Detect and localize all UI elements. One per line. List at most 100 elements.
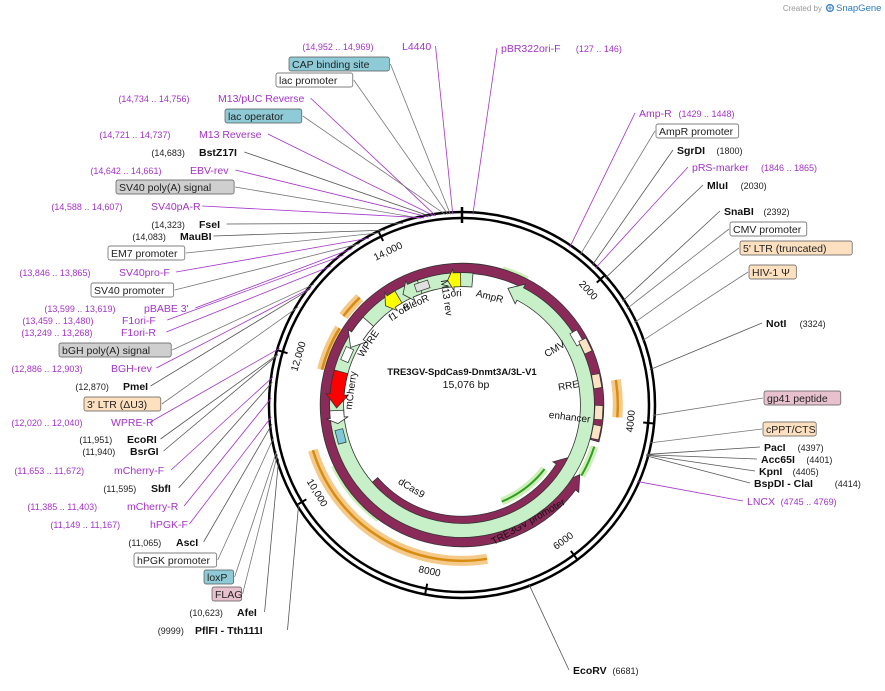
label-cap-binding-site[interactable]: CAP binding site xyxy=(288,56,390,72)
leader-line xyxy=(267,133,435,217)
label-3-ltr-u3[interactable]: 3' LTR (ΔU3) xyxy=(83,396,162,412)
label-asci[interactable]: (11,065)AscI xyxy=(128,537,198,549)
label-range: (11,951) xyxy=(79,435,112,445)
leader-line xyxy=(234,451,278,578)
label-flag[interactable]: FLAG xyxy=(211,586,242,602)
label-name: BstZ17I xyxy=(199,147,237,159)
label-hpgk-f[interactable]: (11,149 .. 11,167)hPGK-F xyxy=(50,519,188,531)
tick-label: 6000 xyxy=(552,530,577,552)
label-loxp[interactable]: loxP xyxy=(203,569,234,585)
feature-label-mcherry: mCherry xyxy=(344,371,360,410)
orf-region-arc-core xyxy=(580,446,596,477)
tick-label: 2000 xyxy=(576,279,599,303)
leader-line xyxy=(595,166,689,269)
label-pbr322ori-f[interactable]: (127 .. 146)pBR322ori-F xyxy=(501,43,622,55)
leader-line xyxy=(176,237,370,273)
inner-feature-label: enhancer xyxy=(548,410,591,426)
label-sv40pa-r[interactable]: (14,588 .. 14,607)SV40pA-R xyxy=(51,201,201,213)
label-hpgk-promoter[interactable]: hPGK promoter xyxy=(133,552,218,568)
label-sgrdi[interactable]: (1800)SgrDI xyxy=(677,145,743,157)
leader-line xyxy=(174,243,360,291)
label-ampr-promoter[interactable]: AmpR promoter xyxy=(655,123,740,139)
label-lncx[interactable]: (4745 .. 4769)LNCX xyxy=(747,496,837,508)
label-pflfi-tth111i[interactable]: (9999)PflFI - Tth111I xyxy=(158,625,263,637)
label-name: 5' LTR (truncated) xyxy=(743,243,827,255)
label-name: FseI xyxy=(199,219,220,231)
leader-line xyxy=(189,416,272,525)
label-afei[interactable]: (10,623)AfeI xyxy=(189,607,257,619)
label-pbabe-3[interactable]: (13,599 .. 13,619)pBABE 3' xyxy=(44,303,188,315)
leader-line xyxy=(652,397,764,416)
ltr-region-arc-core xyxy=(320,327,341,371)
label-range: (13,846 .. 13,865) xyxy=(19,268,90,278)
label-name: WPRE-R xyxy=(111,417,154,429)
label-range: (14,952 .. 14,969) xyxy=(302,42,373,52)
label-noti[interactable]: (3324)NotI xyxy=(766,318,826,330)
leader-line xyxy=(646,446,761,455)
label-mlui[interactable]: (2030)MluI xyxy=(707,180,767,192)
label-wpre-r[interactable]: (12,020 .. 12,040)WPRE-R xyxy=(11,417,154,429)
label-name: EcoRV xyxy=(573,665,607,677)
label-sv40-promoter[interactable]: SV40 promoter xyxy=(90,282,175,298)
label-f1ori-r[interactable]: (13,249 .. 13,268)F1ori-R xyxy=(21,327,156,339)
leader-line xyxy=(435,45,454,215)
label-acc65i[interactable]: (4401)Acc65I xyxy=(761,454,832,466)
label-lac-operator[interactable]: lac operator xyxy=(224,108,303,124)
label-ebv-rev[interactable]: (14,642 .. 14,661)EBV-rev xyxy=(90,165,229,177)
label-bgh-poly-a-signal[interactable]: bGH poly(A) signal xyxy=(58,342,172,358)
label-cppt-cts[interactable]: cPPT/CTS xyxy=(762,421,817,437)
label-range: (11,385 .. 11,403) xyxy=(27,502,97,512)
label-em7-promoter[interactable]: EM7 promoter xyxy=(107,245,186,261)
label-maubi[interactable]: (14,083)MauBI xyxy=(132,231,211,243)
leader-line xyxy=(166,265,331,333)
leader-lines-layer xyxy=(150,45,764,671)
label-cmv-promoter[interactable]: CMV promoter xyxy=(729,221,808,237)
label-sv40-poly-a-signal[interactable]: SV40 poly(A) signal xyxy=(115,179,235,195)
label-hiv-1[interactable]: HIV-1 Ψ xyxy=(748,264,797,280)
leader-line xyxy=(244,151,431,217)
tick-mark xyxy=(424,583,429,595)
label-fsei[interactable]: (14,323)FseI xyxy=(151,219,220,231)
leader-line xyxy=(646,454,758,460)
label-box xyxy=(211,586,242,602)
label-name: L4440 xyxy=(402,41,431,53)
label-l4440[interactable]: (14,952 .. 14,969) L4440 xyxy=(302,41,431,53)
label-5-ltr-truncated[interactable]: 5' LTR (truncated) xyxy=(739,240,853,256)
leader-line xyxy=(195,248,353,309)
label-name: SgrDI xyxy=(677,145,705,157)
label-f1ori-f[interactable]: (13,459 .. 13,480)F1ori-F xyxy=(22,315,155,327)
label-sbfi[interactable]: (11,595)SbfI xyxy=(103,483,171,495)
ltr-region-arc-core xyxy=(342,296,361,317)
label-lac-promoter[interactable]: lac promoter xyxy=(275,72,354,88)
label-mcherry-r[interactable]: (11,385 .. 11,403)mCherry-R xyxy=(27,501,178,513)
ltr-region-arc-core xyxy=(614,379,620,418)
leader-line xyxy=(163,354,278,452)
label-m13-reverse[interactable]: (14,721 .. 14,737)M13 Reverse xyxy=(99,129,261,141)
tick-label: 12,000 xyxy=(290,340,309,373)
label-bsrgi[interactable]: (11,940)BsrGI xyxy=(82,446,158,458)
leader-line xyxy=(161,306,299,405)
label-paci[interactable]: (4397)PacI xyxy=(764,442,824,454)
label-bspdi-clai[interactable]: (4414)BspDI - ClaI xyxy=(754,478,861,490)
label-prs-marker[interactable]: (1846 .. 1865)pRS-marker xyxy=(692,162,817,174)
label-amp-r[interactable]: (1429 .. 1448)Amp-R xyxy=(639,108,735,120)
tick-label: 8000 xyxy=(417,564,441,579)
leader-line xyxy=(235,186,422,219)
label-ecorv[interactable]: (6681)EcoRV xyxy=(573,665,639,677)
label-bstz17i[interactable]: (14,683)BstZ17I xyxy=(151,147,237,159)
label-snabi[interactable]: (2392)SnaBI xyxy=(724,206,790,218)
label-name: PflFI - Tth111I xyxy=(195,625,263,637)
label-range: (14,642 .. 14,661) xyxy=(90,166,161,176)
label-kpni[interactable]: (4405)KpnI xyxy=(759,466,819,478)
leader-line xyxy=(202,205,425,219)
label-gp41-peptide[interactable]: gp41 peptide xyxy=(763,390,842,406)
label-range: (4401) xyxy=(806,455,832,465)
label-pmei[interactable]: (12,870)PmeI xyxy=(75,381,148,393)
label-m13-puc-reverse[interactable]: (14,734 .. 14,756)M13/pUC Reverse xyxy=(118,93,304,105)
feature-label-ampr: AmpR xyxy=(475,288,505,306)
leader-line xyxy=(636,481,744,502)
label-sv40pro-f[interactable]: (13,846 .. 13,865)SV40pro-F xyxy=(19,267,169,279)
label-mcherry-f[interactable]: (11,653 .. 11,672)mCherry-F xyxy=(14,465,164,477)
label-bgh-rev[interactable]: (12,886 .. 12,903)BGH-rev xyxy=(11,363,152,375)
label-ecori[interactable]: (11,951)EcoRI xyxy=(79,434,156,446)
